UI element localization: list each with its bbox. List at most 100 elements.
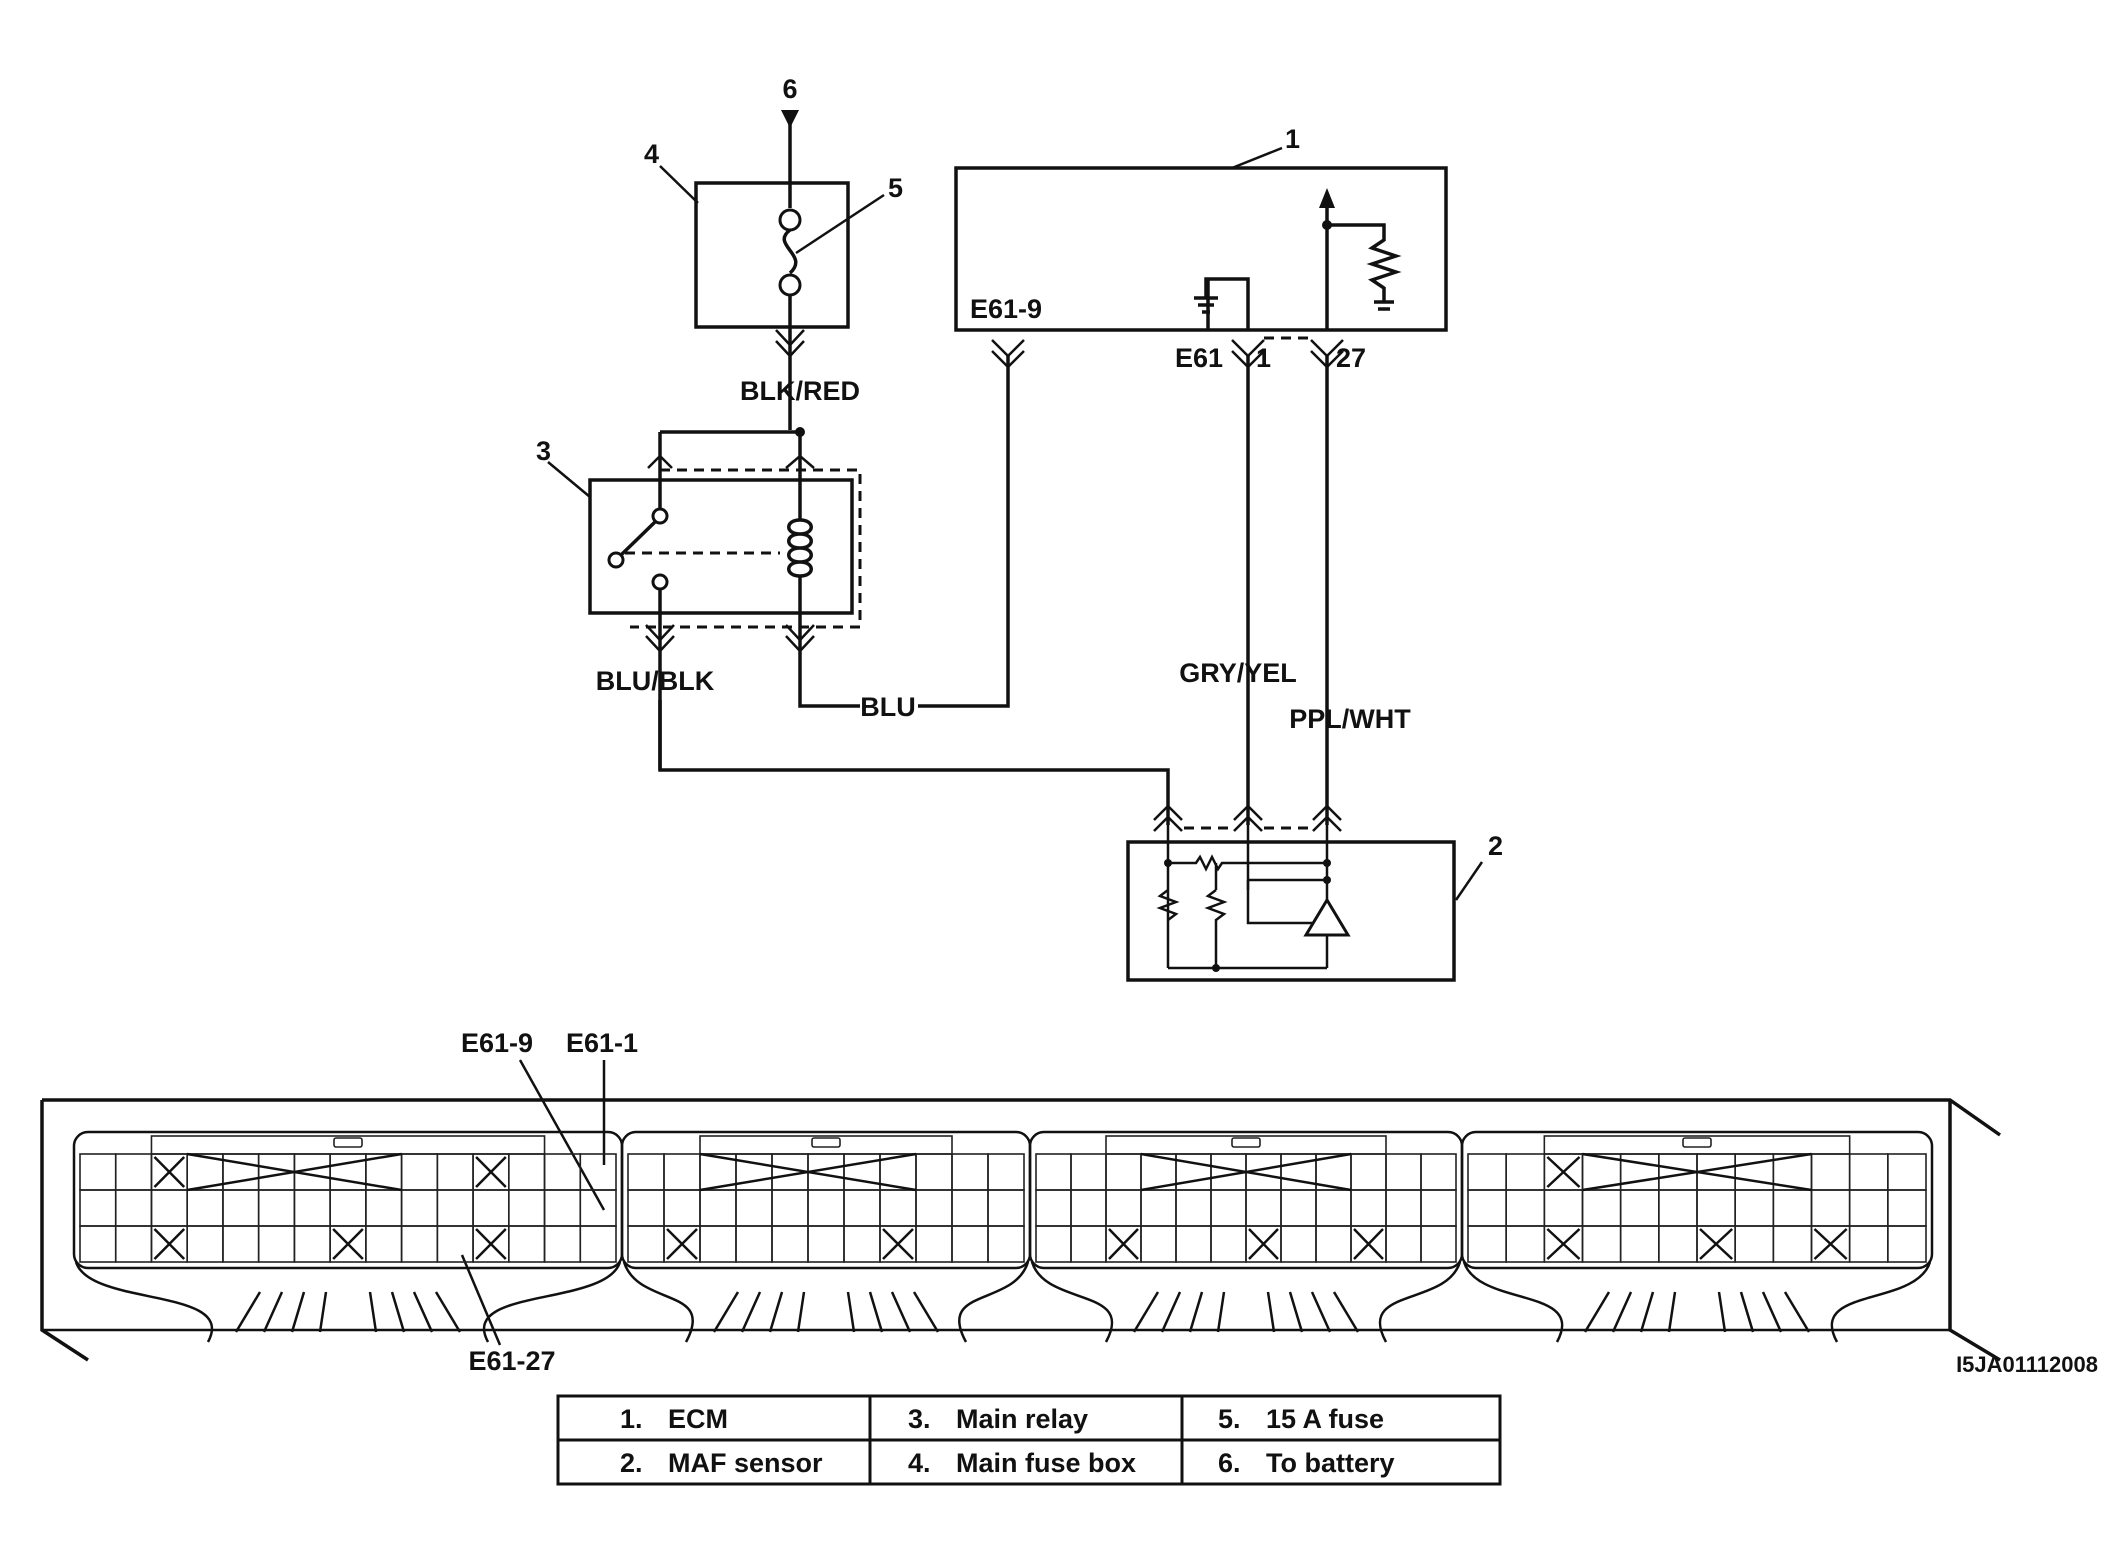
maf-sensor: 2	[1126, 804, 1503, 982]
connector-cavity	[735, 1189, 773, 1227]
connector-cavity	[1350, 1153, 1387, 1191]
wire-bundle-icon	[74, 1261, 622, 1343]
connector-cavity	[400, 1189, 439, 1227]
connector-cavity	[1581, 1225, 1622, 1263]
figure-id: I5JA01112008	[1956, 1352, 2098, 1377]
connector-cavity	[365, 1189, 403, 1227]
blank-row-icon	[699, 1152, 917, 1192]
connector-cavity	[951, 1153, 989, 1191]
connector-cavity	[1505, 1225, 1546, 1263]
legend-text-ecm: ECM	[668, 1404, 728, 1434]
connector-cavity	[1887, 1189, 1927, 1227]
connector-cavity	[771, 1225, 809, 1263]
connector-cavity	[186, 1225, 224, 1263]
fuse-box-connector-icon	[775, 327, 805, 430]
connector-cavity	[843, 1189, 881, 1227]
main-fuse-box: 4 5	[644, 139, 903, 329]
connector-cavity	[1467, 1189, 1507, 1227]
connector-cavity	[507, 1189, 546, 1227]
ecm-input-resistor-icon	[1319, 188, 1402, 330]
connector-cavity	[915, 1225, 953, 1263]
connector-latch-icon	[1682, 1137, 1712, 1148]
legend-text-maf-sensor: MAF sensor	[668, 1448, 823, 1478]
connector-cavity	[1315, 1225, 1352, 1263]
connector-cavity	[1581, 1189, 1622, 1227]
connector-cavity	[1848, 1189, 1889, 1227]
connector-cavity	[1887, 1153, 1927, 1191]
connector-cavity	[699, 1225, 737, 1263]
connector-cavity	[987, 1189, 1025, 1227]
connector-cavity	[1734, 1225, 1775, 1263]
ecm-connector-e61: E61	[1175, 343, 1223, 373]
connector-cavity	[1175, 1189, 1212, 1227]
component-number-6: 6	[782, 74, 797, 104]
wire-label-gry-yel: GRY/YEL	[1179, 658, 1297, 688]
connector-cavity	[1315, 1189, 1352, 1227]
connector-cavity	[79, 1189, 117, 1227]
connector-cavity	[1070, 1153, 1107, 1191]
blank-cavity-icon	[1248, 1228, 1279, 1260]
legend-num-6: 6.	[1218, 1448, 1241, 1478]
legend-text-to-battery: To battery	[1266, 1448, 1395, 1478]
ecm-pin-1: 1	[1256, 343, 1271, 373]
legend-text-main-fuse-box: Main fuse box	[956, 1448, 1136, 1478]
connector-cavity	[222, 1153, 260, 1191]
connector-cavity	[771, 1189, 809, 1227]
component-number-4: 4	[644, 139, 659, 169]
legend-table: 1. ECM 3. Main relay 5. 15 A fuse 2. MAF…	[556, 1394, 1502, 1486]
connector-cavity	[543, 1189, 582, 1227]
connector-cavity	[1696, 1189, 1736, 1227]
maf-internal-circuit-icon	[1156, 825, 1351, 972]
connector-cavity	[114, 1153, 153, 1191]
connector-cavity	[951, 1189, 989, 1227]
connector-cavity	[1619, 1153, 1660, 1191]
connector-cavity	[1175, 1153, 1212, 1191]
connector-cavity	[1420, 1153, 1457, 1191]
connector-cavity	[222, 1189, 260, 1227]
connector-cavity	[436, 1153, 474, 1191]
blank-cavity-icon	[475, 1156, 507, 1188]
fuse-15a-icon	[778, 183, 802, 327]
component-number-2: 2	[1488, 831, 1503, 861]
connector-cavity	[1619, 1189, 1660, 1227]
connector-cavity	[329, 1153, 367, 1191]
blank-cavity-icon	[1813, 1228, 1848, 1260]
connector-cavity	[1848, 1153, 1889, 1191]
connector-cavity	[879, 1189, 917, 1227]
blank-cavity-icon	[1108, 1228, 1139, 1260]
connector-cavity	[1035, 1189, 1072, 1227]
connector-cavity	[807, 1189, 845, 1227]
connector-cavity	[987, 1225, 1025, 1263]
connector-cavity	[1505, 1189, 1546, 1227]
blank-cavity-icon	[153, 1228, 186, 1260]
connector-cavity	[329, 1189, 367, 1227]
blank-cavity-icon	[1699, 1228, 1734, 1260]
connector-label-e61-27: E61-27	[468, 1346, 555, 1376]
blank-cavity-icon	[1353, 1228, 1384, 1260]
ecm-pin-e61-9: E61-9	[970, 294, 1042, 324]
connector-cavity	[1245, 1189, 1282, 1227]
connector-cavity	[1210, 1189, 1247, 1227]
connector-cavity	[1035, 1153, 1072, 1191]
connector-cavity	[663, 1189, 701, 1227]
connector-cavity	[807, 1225, 845, 1263]
connector-cavity	[951, 1225, 989, 1263]
blank-cavity-icon	[882, 1228, 914, 1260]
wire-bundle-icon	[622, 1261, 1030, 1343]
connector-cavity	[1505, 1153, 1546, 1191]
connector-cavity	[1734, 1189, 1775, 1227]
legend-num-3: 3.	[908, 1404, 931, 1434]
connector-cavity	[579, 1225, 617, 1263]
connector-cavity	[79, 1153, 117, 1191]
connector-latch-icon	[1231, 1137, 1261, 1148]
connector-cavity	[293, 1189, 331, 1227]
connector-cavity	[1350, 1189, 1387, 1227]
connector-cavity	[257, 1189, 296, 1227]
legend-text-15a-fuse: 15 A fuse	[1266, 1404, 1384, 1434]
wire-label-ppl-wht: PPL/WHT	[1289, 704, 1411, 734]
ecm-connector-view: E61-9 E61-1 E61-27	[40, 1028, 2002, 1376]
connector-cavity	[114, 1189, 153, 1227]
connector-cavity	[663, 1153, 701, 1191]
connector-cavity	[1280, 1153, 1317, 1191]
